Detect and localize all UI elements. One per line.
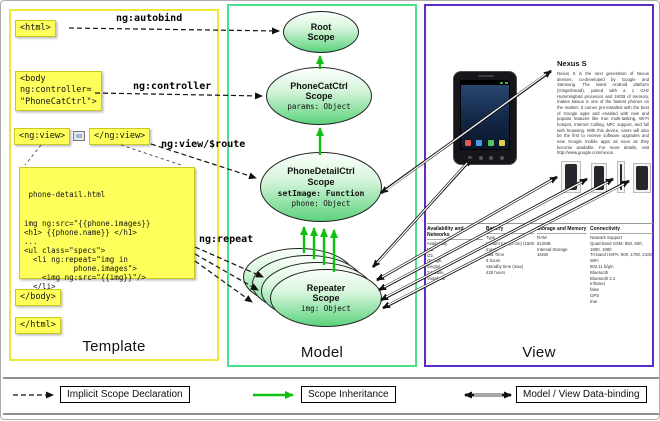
html-close-tag-box: </html> <box>15 317 61 335</box>
legend-implicit-scope-label: Implicit Scope Declaration <box>60 386 190 403</box>
repeater-scope-title: Repeater Scope <box>306 282 346 303</box>
phone-thumbnail-back <box>633 163 651 193</box>
spec-battery-body: Type Lithium Ion (Li-Ion) (1500 mAH) Tal… <box>486 235 534 275</box>
spec-battery-title: Battery <box>486 226 534 234</box>
spec-col-connectivity: Connectivity Network Support Quad-band G… <box>590 226 653 319</box>
ng-repeat-label: ng:repeat <box>199 234 254 245</box>
repeater-img-prop: img: Object <box>301 304 351 314</box>
root-scope-title: Root Scope <box>307 21 335 42</box>
spec-col-battery: Battery Type Lithium Ion (Li-Ion) (1500 … <box>486 226 534 319</box>
phonecatctrl-scope-ellipse: PhoneCatCtrl Scope params: Object <box>266 67 372 125</box>
phone-buttons <box>468 156 504 160</box>
phone-screen <box>460 80 510 150</box>
phonedetailctrl-scope-title: PhoneDetailCtrl Scope <box>287 166 355 187</box>
phone-thumbnail-angled <box>591 163 607 193</box>
ng-view-route-label: ng:view/$route <box>161 139 246 150</box>
ng-autobind-label: ng:autobind <box>116 13 183 24</box>
view-panel-label: View <box>522 344 556 361</box>
nexus-phone-image <box>453 71 517 165</box>
spec-col-storage: Storage and Memory RAM 512MB Internal St… <box>537 226 587 319</box>
spec-col-availability: Availability and Networks Availability M… <box>427 226 483 319</box>
code-filename: phone-detail.html <box>24 189 106 199</box>
body-open-tag-box: <body ng:controller= "PhoneCatCtrl"> <box>15 71 102 112</box>
legend-scope-inheritance-label: Scope Inheritance <box>301 386 396 403</box>
legend-data-binding-label: Model / View Data-binding <box>516 386 647 403</box>
phonecatctrl-params-prop: params: Object <box>287 102 351 112</box>
body-close-tag-box: </body> <box>15 289 61 307</box>
phone-app-icons <box>465 140 505 146</box>
ng-view-close-tag-box: </ng:view> <box>89 128 151 146</box>
root-scope-ellipse: Root Scope <box>283 11 359 53</box>
view-phone-description: Nexus S is the next generation of Nexus … <box>557 71 649 156</box>
html-open-tag-box: <html> <box>15 20 56 38</box>
ng-view-widget-icon <box>73 131 85 141</box>
phone-thumbnail-front <box>561 161 581 193</box>
repeater-scope-ellipse: Repeater Scope img: Object <box>270 269 382 327</box>
phone-spec-table: Availability and Networks Availability M… <box>427 223 653 319</box>
ng-view-open-tag-box: <ng:view> <box>14 128 71 146</box>
phonedetailctrl-phone-prop: phone: Object <box>291 198 351 208</box>
spec-storage-body: RAM 512MB Internal Storage 16GB <box>537 235 568 258</box>
phonedetailctrl-setimage-prop: setImage: Function <box>277 188 365 198</box>
phonedetailctrl-scope-ellipse: PhoneDetailCtrl Scope setImage: Function… <box>260 152 382 222</box>
phone-statusbar <box>461 81 509 85</box>
template-panel-label: Template <box>82 338 146 355</box>
spec-availability-title: Availability and Networks <box>427 226 483 240</box>
spec-connectivity-body: Network Support Quad-band GSM: 850, 900,… <box>590 235 652 304</box>
spec-availability-body: Availability M1, O2, Orange, Singtel, T-… <box>427 241 448 281</box>
spec-connectivity-title: Connectivity <box>590 226 653 234</box>
phone-detail-template-box: phone-detail.html img ng:src="{{phone.im… <box>19 167 195 300</box>
phone-thumbnail-side <box>617 161 625 193</box>
spec-storage-title: Storage and Memory <box>537 226 587 234</box>
phonecatctrl-scope-title: PhoneCatCtrl Scope <box>290 80 348 101</box>
model-panel-label: Model <box>300 344 344 361</box>
phone-speaker <box>478 75 494 77</box>
ng-controller-label: ng:controller <box>133 81 212 92</box>
view-phone-title: Nexus S <box>557 59 587 68</box>
template-code: img ng:src="{{phone.images}} <h1> {{phon… <box>24 218 151 300</box>
